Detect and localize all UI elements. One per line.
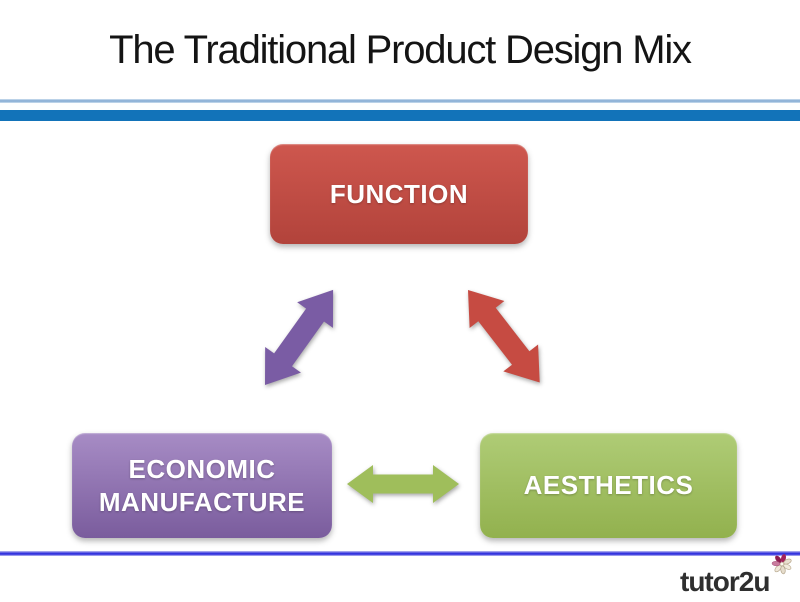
double-arrow-green-shape [347, 465, 459, 503]
node-aesthetics: AESTHETICS [480, 433, 737, 538]
connector-function-to-aesthetics [468, 290, 540, 383]
bottom-divider-line [0, 551, 800, 556]
tutor2u-logo-text: tutor2u [680, 566, 770, 597]
node-function: FUNCTION [270, 144, 528, 244]
connector-economic-to-function [265, 289, 334, 385]
slide-title: The Traditional Product Design Mix [109, 28, 692, 72]
flower-icon [771, 554, 792, 575]
double-arrow-purple-shape [265, 289, 334, 385]
top-divider-thin-line [0, 99, 800, 103]
connector-economic-to-aesthetics [347, 465, 459, 503]
top-divider-bar [0, 110, 800, 121]
node-economic-manufacture: ECONOMIC MANUFACTURE [72, 433, 332, 538]
node-aesthetics-label: AESTHETICS [523, 470, 694, 501]
double-arrow-red-shape [468, 290, 540, 383]
node-economic-manufacture-label: ECONOMIC MANUFACTURE [98, 454, 306, 517]
node-function-label: FUNCTION [329, 178, 469, 209]
tutor2u-logo: tutor2u [678, 554, 792, 600]
